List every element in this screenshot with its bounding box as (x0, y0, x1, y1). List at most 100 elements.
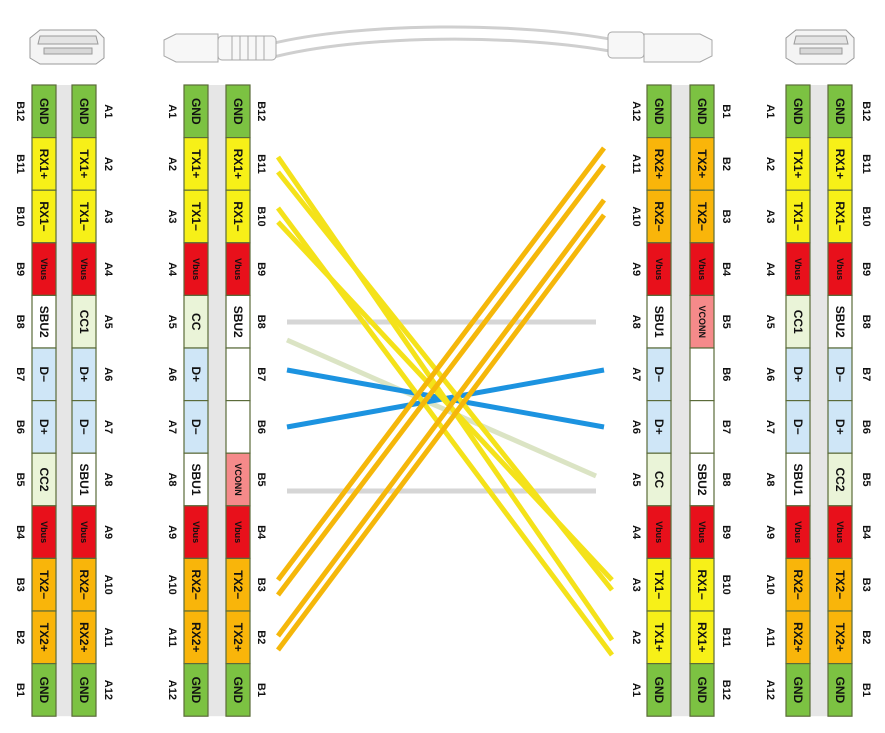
pin-number-label: A12 (764, 680, 776, 700)
pin-cell (71, 189, 97, 244)
pin-signal-label: GND (833, 98, 847, 125)
pin-signal-label: CC2 (833, 467, 847, 491)
pin-number-label: A4 (166, 262, 178, 277)
pin-cell (785, 84, 811, 139)
pin-cell (183, 662, 209, 717)
pin-number-label: A1 (764, 104, 776, 118)
pin-signal-label: CC2 (37, 467, 51, 491)
pin-signal-label: Vbus (233, 258, 243, 280)
pin-cell (827, 242, 853, 297)
pin-signal-label: VCONN (233, 463, 243, 496)
pin-cell (785, 294, 811, 349)
pin-number-label: B4 (14, 525, 26, 540)
pin-signal-label: TX2− (695, 202, 709, 231)
cable-icon (163, 25, 713, 63)
pin-cell (646, 84, 672, 139)
pin-cell (31, 452, 57, 507)
pin-cell (689, 84, 715, 139)
pin-number-label: A3 (166, 209, 178, 223)
pin-number-label: A8 (630, 315, 642, 329)
pin-cell (225, 84, 251, 139)
pin-signal-label: D− (189, 419, 203, 435)
pin-signal-label: TX1+ (189, 149, 203, 178)
pin-number-label: A8 (764, 472, 776, 486)
pin-number-label: A1 (166, 104, 178, 118)
pin-signal-label: TX2+ (833, 623, 847, 652)
pin-number-label: B9 (14, 262, 26, 276)
pin-signal-label: Vbus (79, 258, 89, 280)
pin-signal-label: TX2− (833, 570, 847, 599)
pin-signal-label: SBU2 (833, 306, 847, 338)
pin-signal-label: Vbus (835, 521, 845, 543)
pin-number-label: A10 (166, 575, 178, 595)
pin-number-label: A5 (630, 472, 642, 486)
pin-cell (71, 662, 97, 717)
pin-signal-label: TX1+ (791, 149, 805, 178)
pin-number-label: A1 (630, 683, 642, 697)
pin-number-label: B2 (720, 157, 732, 171)
pin-cell (785, 347, 811, 402)
pin-cell (183, 400, 209, 454)
pin-cell (183, 189, 209, 244)
pin-number-label: B8 (14, 315, 26, 329)
pin-signal-label: D+ (189, 366, 203, 382)
pin-number-label: B8 (860, 315, 872, 329)
pin-signal-label: GND (37, 677, 51, 704)
pin-cell (646, 347, 672, 402)
pin-signal-label: Vbus (697, 258, 707, 280)
pin-cell (785, 505, 811, 559)
pin-number-label: B12 (14, 101, 26, 121)
pin-signal-label: TX2+ (231, 623, 245, 652)
pin-number-label: A9 (166, 525, 178, 539)
pin-cell (31, 557, 57, 612)
pin-signal-label: GND (791, 98, 805, 125)
pin-cell (689, 137, 715, 191)
connector-plug-left: GNDTX1+TX1−VbusCCD+D−SBU1VbusRX2−RX2+GND… (166, 84, 267, 717)
pin-cell (689, 400, 715, 454)
pin-cell (689, 610, 715, 665)
pin-cell (183, 242, 209, 297)
pin-number-label: B1 (860, 683, 872, 697)
pin-number-label: B11 (14, 154, 26, 174)
pin-number-label: B9 (255, 262, 267, 276)
pin-signal-label: TX1− (189, 202, 203, 231)
pin-number-label: B3 (720, 209, 732, 223)
pin-cell (827, 84, 853, 139)
pin-signal-label: RX2− (77, 570, 91, 600)
pin-signal-label: RX2+ (791, 622, 805, 652)
pin-number-label: B5 (720, 315, 732, 329)
connector-layer: GNDRX1+RX1−VbusSBU2D−D+CC2VbusTX2−TX2+GN… (14, 84, 872, 717)
pin-cell (225, 400, 251, 454)
pin-cell (785, 242, 811, 297)
pin-cell (71, 452, 97, 507)
pin-number-label: B1 (255, 683, 267, 697)
pin-signal-label: Vbus (654, 521, 664, 543)
pin-number-label: B3 (14, 578, 26, 592)
receptacle-icon-right (785, 29, 855, 65)
pin-cell (225, 452, 251, 507)
pin-signal-label: CC1 (77, 310, 91, 334)
pin-number-label: B7 (14, 367, 26, 381)
pin-signal-label: Vbus (39, 258, 49, 280)
pin-signal-label: GND (695, 677, 709, 704)
pin-signal-label: CC (652, 471, 666, 489)
pin-signal-label: D+ (37, 419, 51, 435)
pin-number-label: B3 (860, 578, 872, 592)
pin-signal-label: D+ (652, 419, 666, 435)
pin-signal-label: RX1− (695, 570, 709, 600)
pin-cell (31, 294, 57, 349)
pin-signal-label: GND (77, 98, 91, 125)
wire-orange (276, 146, 606, 582)
pin-number-label: B9 (860, 262, 872, 276)
pin-signal-label: D+ (791, 366, 805, 382)
pin-signal-label: D+ (77, 366, 91, 382)
pin-signal-label: SBU1 (189, 463, 203, 495)
pin-signal-label: Vbus (793, 521, 803, 543)
pin-cell (827, 557, 853, 612)
pin-signal-label: GND (652, 677, 666, 704)
connector-spine (810, 85, 828, 717)
pin-signal-label: TX1− (791, 202, 805, 231)
pin-cell (827, 662, 853, 717)
pin-number-label: B2 (14, 630, 26, 644)
pin-number-label: B6 (860, 420, 872, 434)
